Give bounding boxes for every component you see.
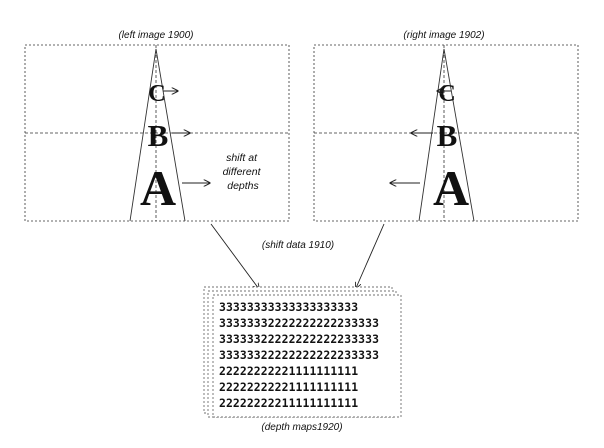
right-image-panel: (right image 1902) C B A	[314, 30, 578, 221]
depth-map-row: 22222222221111111111	[219, 364, 358, 378]
left-image-caption: (left image 1900)	[118, 30, 193, 41]
shift-arrow-from-right	[356, 224, 384, 288]
depth-map-row: 22222222221111111111	[219, 380, 358, 394]
depth-maps-stack: 33333333333333333333 3333333222222222223…	[204, 287, 401, 433]
depth-map-row: 33333322222222222233333	[219, 332, 379, 346]
right-letter-a: A	[433, 160, 469, 216]
depth-map-grid: 33333333333333333333 3333333222222222223…	[219, 300, 379, 410]
right-image-caption: (right image 1902)	[403, 30, 484, 41]
shift-data-caption: (shift data 1910)	[262, 240, 334, 251]
shift-note-line-3: depths	[227, 180, 259, 192]
left-letter-c: C	[148, 81, 165, 107]
left-image-panel: (left image 1900) C B A shift at differe…	[25, 30, 289, 221]
shift-note: shift at different depths	[223, 152, 264, 192]
depth-map-row: 22222222211111111111	[219, 396, 358, 410]
right-letter-c: C	[438, 81, 455, 107]
left-letter-a: A	[140, 160, 176, 216]
shift-arrow-from-left	[211, 224, 259, 289]
depth-maps-caption: (depth maps1920)	[261, 422, 342, 433]
depth-map-row: 33333332222222222233333	[219, 316, 379, 330]
shift-data-group: (shift data 1910)	[211, 224, 384, 289]
right-letter-b: B	[437, 118, 458, 153]
left-letter-b: B	[148, 118, 169, 153]
depth-map-row: 33333333333333333333	[219, 300, 358, 314]
shift-note-line-2: different	[223, 166, 262, 178]
depth-map-row: 33333322222222222233333	[219, 348, 379, 362]
shift-note-line-1: shift at	[226, 152, 258, 164]
